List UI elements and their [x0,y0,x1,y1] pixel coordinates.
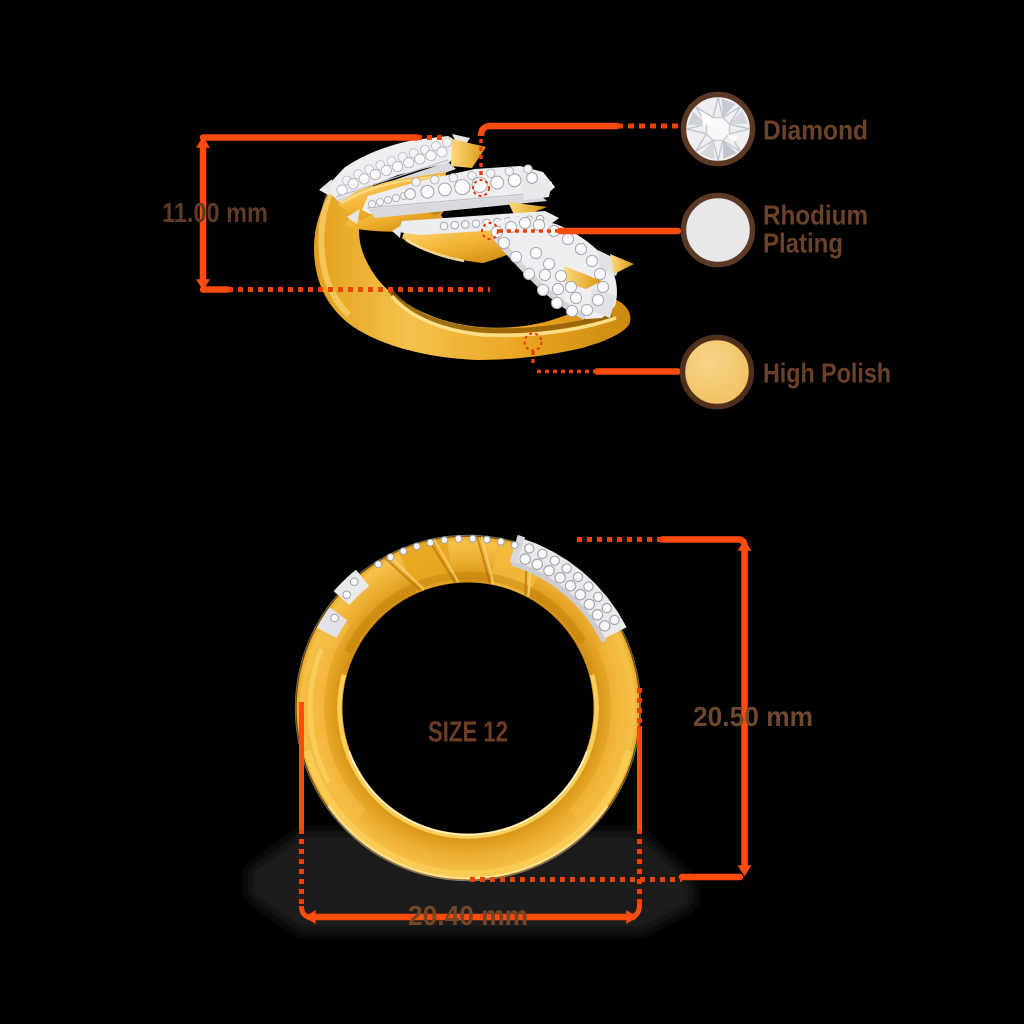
svg-text:Diamond: Diamond [763,115,868,146]
svg-text:20.40 mm: 20.40 mm [408,900,528,931]
svg-text:SIZE 12: SIZE 12 [428,717,508,749]
svg-text:High Polish: High Polish [763,358,891,389]
svg-text:Plating: Plating [763,228,843,259]
svg-text:11.00 mm: 11.00 mm [162,197,268,228]
svg-text:Rhodium: Rhodium [763,200,868,231]
svg-text:20.50 mm: 20.50 mm [693,701,813,732]
